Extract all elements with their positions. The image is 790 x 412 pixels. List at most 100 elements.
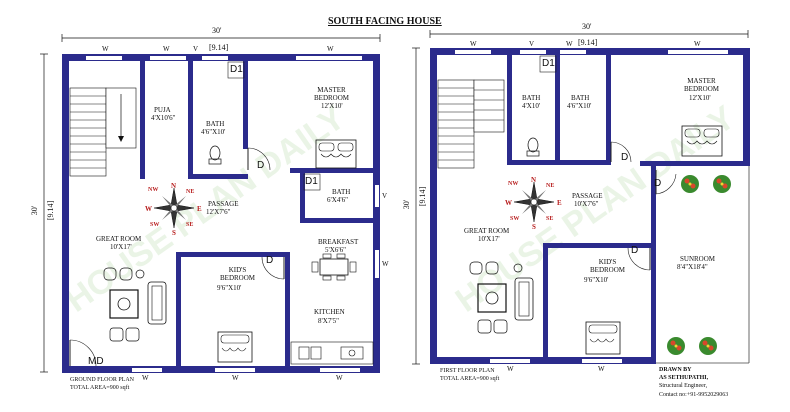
door-master — [247, 147, 271, 171]
window — [86, 55, 122, 61]
wall — [300, 218, 373, 223]
window-label: W — [694, 40, 701, 48]
wall — [430, 357, 656, 364]
toilet-icon — [526, 137, 540, 157]
credits-line2: AS SETHUPATHI, — [659, 375, 709, 381]
window-label: W — [336, 374, 343, 382]
stair-landing — [473, 79, 505, 133]
coffee-table-icon — [477, 283, 507, 313]
plant-icon — [681, 175, 731, 193]
door-bath — [539, 55, 557, 73]
first-caption: FIRST FLOOR PLAN — [440, 368, 495, 374]
ventilator-label: V — [382, 192, 388, 200]
wall — [62, 54, 69, 373]
staircase — [437, 79, 475, 169]
room-bath1-size: 4'6"X10' — [201, 128, 226, 136]
wall — [640, 161, 750, 166]
door-master — [610, 141, 632, 163]
bed-icon — [585, 321, 621, 355]
window-label: W — [566, 40, 573, 48]
window — [215, 367, 255, 373]
staircase — [69, 87, 107, 177]
wall — [651, 166, 656, 364]
room-master-size: 12'X10' — [321, 102, 343, 110]
room-bath1-size: 4'X10' — [522, 102, 541, 110]
wall — [430, 48, 750, 55]
ground-width-dim: 30' — [212, 26, 222, 35]
compass-n: N — [531, 176, 537, 184]
compass-sw: SW — [150, 222, 160, 228]
compass-w: W — [505, 199, 512, 207]
wall — [176, 252, 181, 366]
ventilator-label: V — [529, 40, 535, 48]
door-label: D1 — [305, 176, 318, 187]
ground-width-dim-m: [9.14] — [209, 43, 229, 52]
wall — [543, 243, 548, 358]
door-label: D — [631, 245, 639, 256]
door-label: D — [621, 152, 629, 163]
window — [320, 367, 360, 373]
window — [455, 49, 491, 55]
credits-line3: Structural Engineer, — [659, 383, 708, 389]
credits-line4: Contact no:+91-9952029063 — [659, 392, 729, 398]
room-kids-size: 9'6"X10' — [584, 276, 609, 284]
wall — [300, 168, 305, 223]
chair-icon — [469, 261, 523, 275]
door-label: D1 — [230, 64, 243, 75]
compass-s: S — [532, 223, 536, 231]
room-bath1-name: BATH — [206, 120, 225, 128]
window-label: W — [470, 40, 477, 48]
first-height-dim: 30' — [402, 199, 412, 210]
armchair-icon — [477, 319, 508, 334]
first-width-dim-m: [9.14] — [578, 38, 598, 47]
ventilator — [202, 55, 228, 61]
chair-icon — [103, 267, 145, 281]
door-label: D — [257, 160, 265, 171]
wall — [188, 61, 193, 179]
coffee-table-icon — [109, 289, 139, 319]
sunroom-outline — [656, 166, 750, 364]
stair-arrow-icon — [105, 87, 137, 149]
room-sunroom-size: 8'4"X18'4" — [677, 263, 708, 271]
room-master-name: MASTER BEDROOM — [684, 77, 720, 93]
door-kids — [627, 247, 651, 271]
compass-n: N — [171, 182, 177, 190]
compass-nw: NW — [508, 181, 519, 187]
compass-icon — [513, 181, 555, 223]
wall — [290, 168, 373, 173]
wall — [507, 160, 610, 165]
window — [668, 49, 728, 55]
compass-se: SE — [546, 216, 554, 222]
ground-area: TOTAL AREA=900 sqft — [70, 385, 130, 391]
wall — [285, 252, 290, 366]
window — [132, 367, 162, 373]
ventilator-label: V — [193, 45, 199, 53]
credits-line1: DRAWN BY — [659, 367, 692, 373]
room-kids-name: KID'S BEDROOM — [590, 258, 626, 274]
window-label: W — [327, 45, 334, 53]
wall — [188, 174, 248, 179]
armchair-icon — [109, 327, 140, 342]
ground-caption: GROUND FLOOR PLAN — [70, 377, 135, 383]
room-kids-name: KID'S BEDROOM — [220, 266, 256, 282]
room-bath2-size: 6'X4'6" — [327, 196, 348, 204]
room-kitchen-name: KITCHEN — [314, 308, 345, 316]
window — [150, 55, 186, 61]
first-width-dim: 30' — [582, 22, 592, 31]
ground-height-dim: 30' — [30, 205, 40, 216]
window — [490, 358, 530, 364]
compass-se: SE — [186, 222, 194, 228]
compass-ne: NE — [546, 183, 555, 189]
room-kids-size: 9'6"X10' — [217, 284, 242, 292]
room-master-size: 12'X10' — [689, 94, 711, 102]
window-label: W — [163, 45, 170, 53]
room-bath2-size: 4'6"X10' — [567, 102, 592, 110]
wall — [606, 55, 611, 165]
compass-w: W — [145, 205, 152, 213]
room-master-name: MASTER BEDROOM — [314, 86, 350, 102]
room-passage-name: PASSAGE — [572, 192, 603, 200]
page-title: SOUTH FACING HOUSE — [328, 16, 442, 27]
dining-table-icon — [311, 253, 357, 281]
door-bath2 — [303, 173, 321, 191]
room-great-size: 10'X17' — [110, 243, 132, 251]
